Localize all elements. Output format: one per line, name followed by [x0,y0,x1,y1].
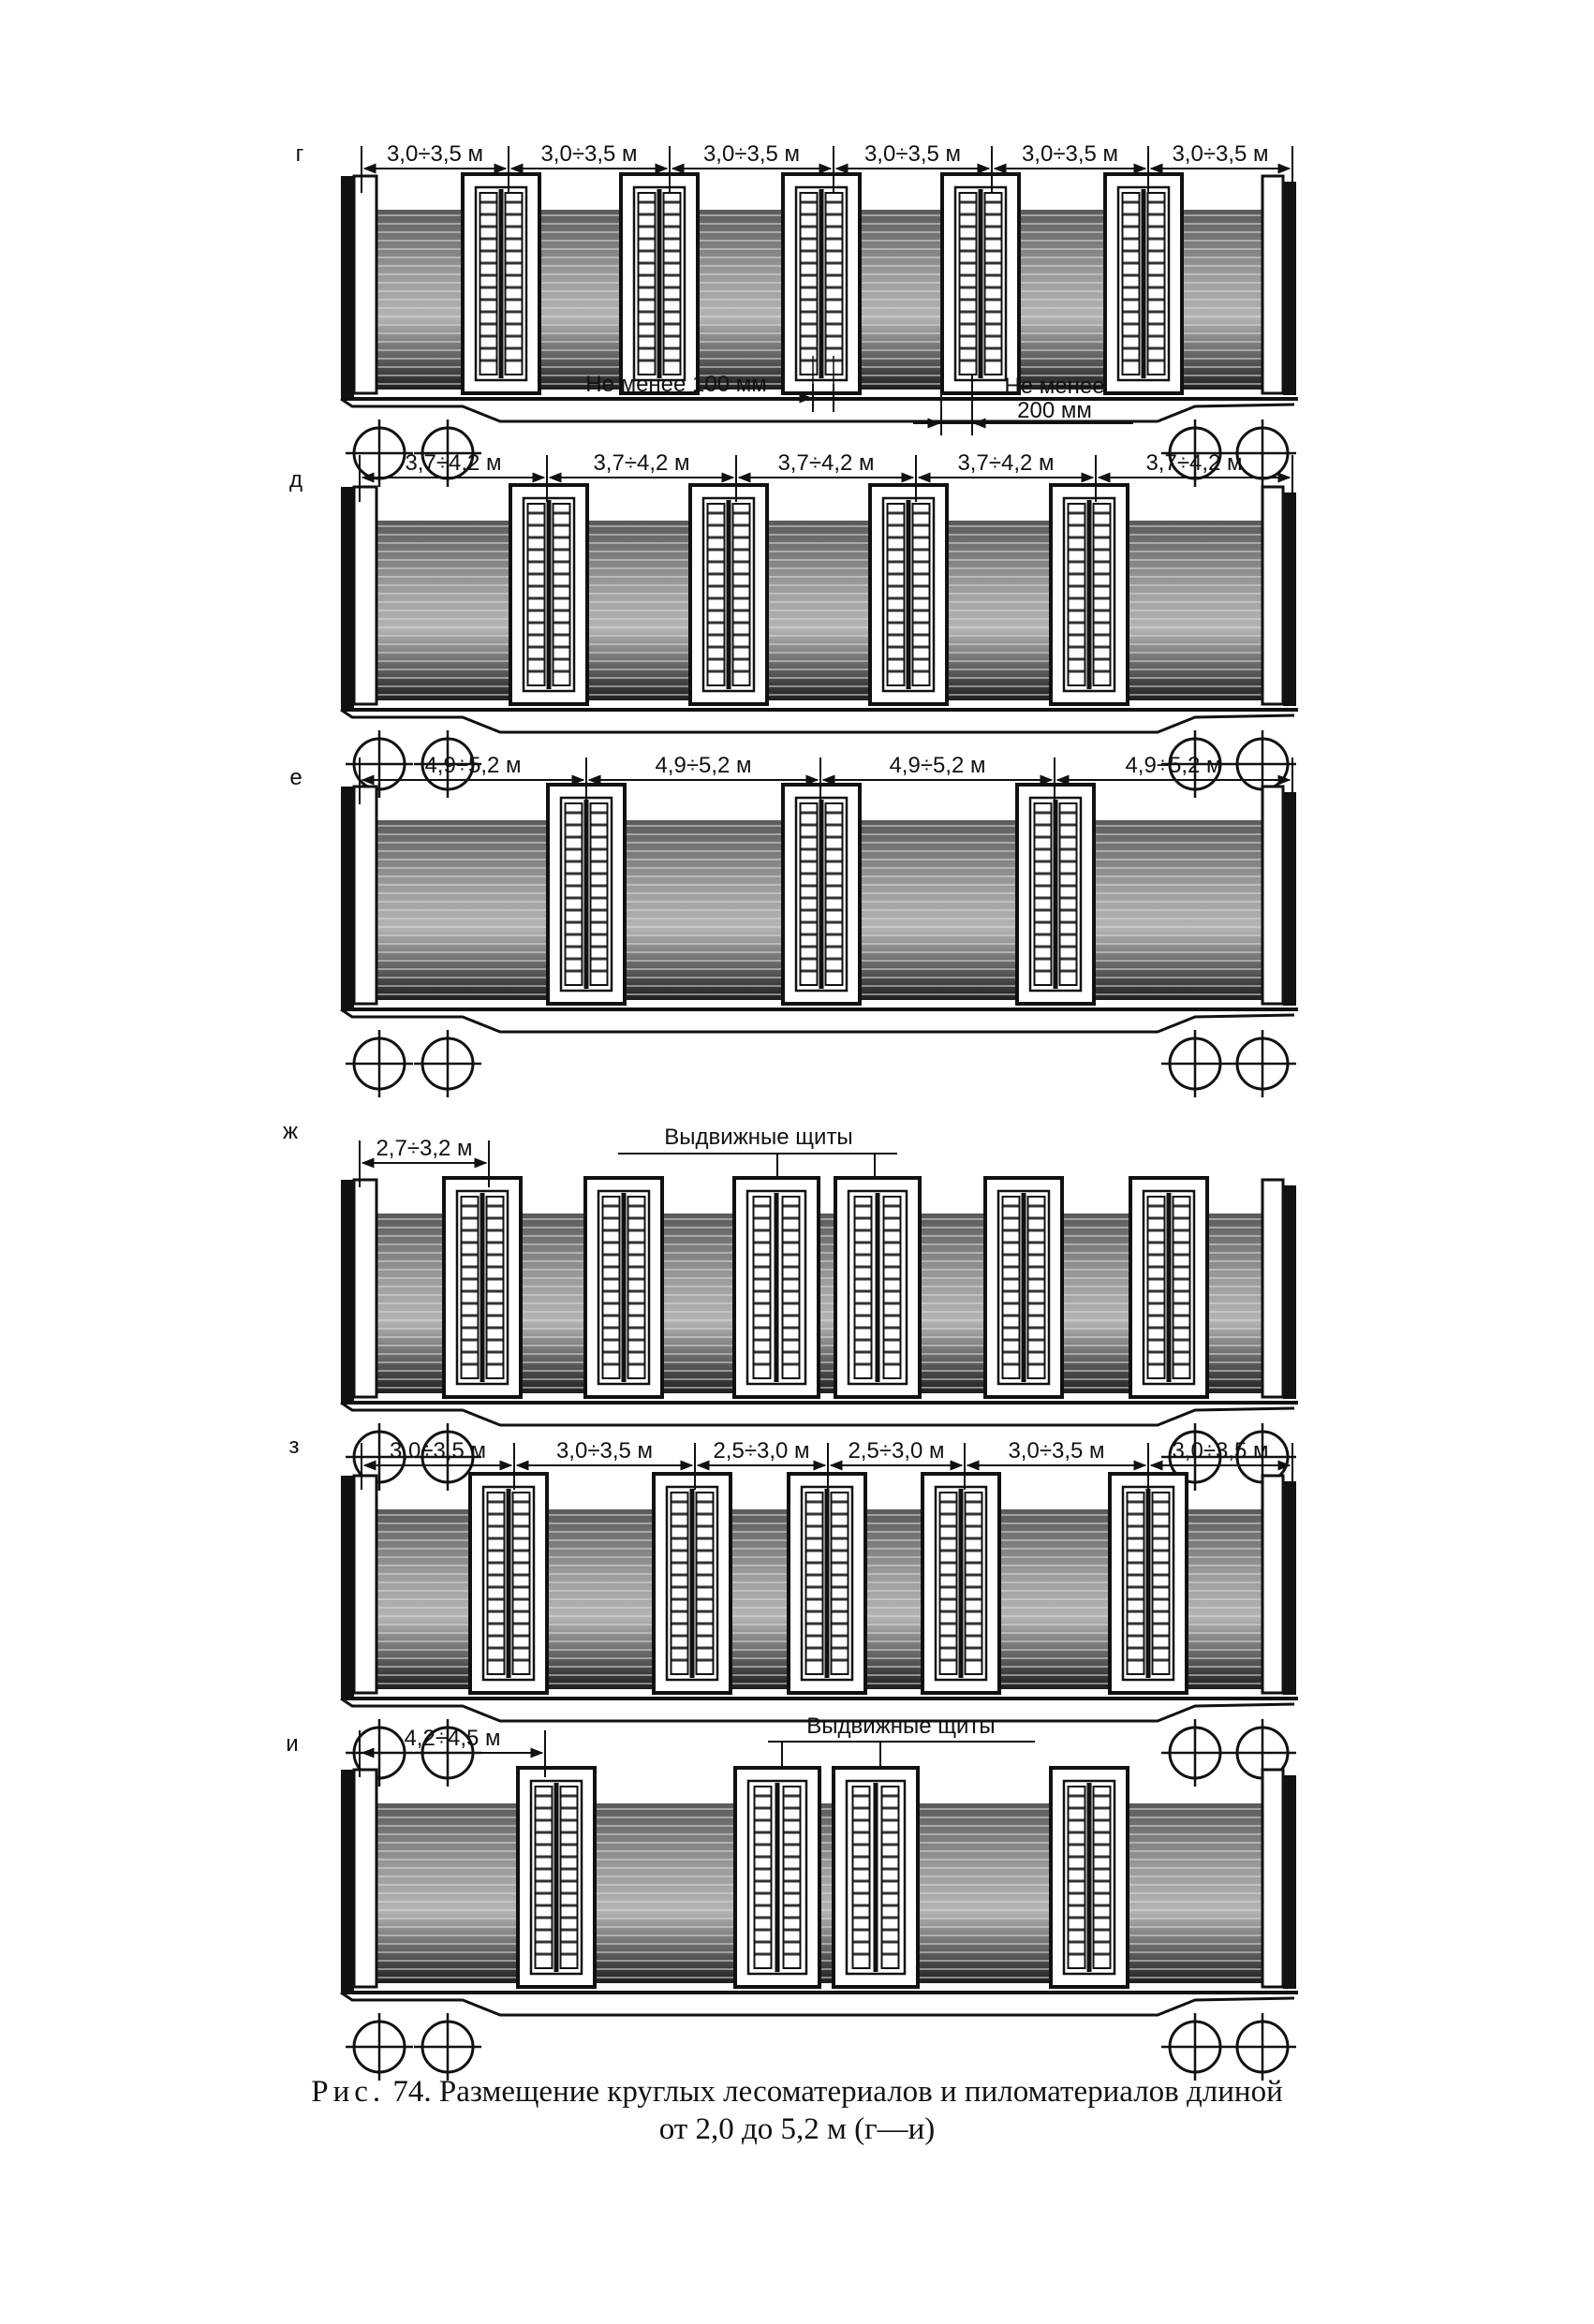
scheme-panel-г: г 3,0÷3,5 м 3,0÷3,5 м 3,0÷3,5 м 3,0÷3,5 м 3,0… [296,141,1298,487]
end-wall-left [341,1180,354,1403]
end-wall-right [1283,493,1296,706]
end-wall-left [341,487,354,710]
end-wall-right [1283,1185,1296,1399]
dimension-label: 3,0÷3,5 м [540,141,637,167]
end-wall-left [341,1770,354,1993]
end-wall-left [341,1476,354,1699]
end-stanchion-right [1261,174,1285,395]
dimension-label: 2,5÷3,0 м [713,1438,809,1464]
end-stanchion-left [352,785,378,1006]
end-wall-right [1283,182,1296,395]
sliding-panels-label: Выдвижные щиты [664,1125,852,1150]
scheme-panel-ж: ж 2,7÷3,2 м Выдвижные щиты [283,1119,1298,1491]
dimension-label: 3,0÷3,5 м [703,141,800,167]
end-wall-right [1283,1481,1296,1695]
dimension-label: 3,7÷4,2 м [957,450,1054,476]
dimension-label: 4,9÷5,2 м [1125,753,1221,778]
dimension-label: 3,7÷4,2 м [593,450,689,476]
car-frame [340,708,1295,734]
end-wall-right [1283,1775,1296,1989]
clearance-note-100: Не менее 100 мм [585,372,767,397]
end-stanchion-right [1261,785,1285,1006]
dimension-label: 3,0÷3,5 м [1172,141,1268,167]
end-stanchion-right [1261,1474,1285,1695]
dimension-label: 3,7÷4,2 м [777,450,874,476]
dimension-label: 3,0÷3,5 м [1008,1438,1104,1464]
car-frame [340,1401,1295,1427]
dimension-label: 3,0÷3,5 м [387,141,483,167]
caption-line-1: Рис. 74. Размещение круглых лесоматериал… [0,2073,1594,2111]
dimension-label: 3,0÷3,5 м [1172,1438,1268,1464]
dimension-label: 2,7÷3,2 м [376,1136,472,1161]
end-wall-right [1283,792,1296,1006]
end-stanchion-left [352,1178,378,1399]
end-stanchion-right [1261,485,1285,706]
car-frame [340,1697,1295,1723]
car-frame [340,1008,1295,1034]
end-stanchion-left [352,174,378,395]
scheme-panel-и: и 4,2÷4,5 м Выдвижные щиты [286,1714,1298,2081]
panel-letter: г [296,141,304,167]
end-stanchion-left [352,1474,378,1695]
panel-letter: д [289,467,303,493]
end-wall-left [341,176,354,399]
car-frame [340,397,1295,423]
dimension-label: 4,9÷5,2 м [655,753,751,778]
dimension-label: 3,7÷4,2 м [405,450,501,476]
end-stanchion-left [352,485,378,706]
scheme-panel-з: з 3,0÷3,5 м 3,0÷3,5 м 2,5÷3,0 м 2,5÷3,0 м 3,0… [288,1434,1298,1787]
panel-letter: и [286,1731,298,1757]
end-stanchion-left [352,1768,378,1989]
sliding-panels-label: Выдвижные щиты [806,1714,995,1739]
dimension-label: 3,0÷3,5 м [864,141,961,167]
scheme-panel-е: е 4,9÷5,2 м 4,9÷5,2 м 4,9÷5,2 м 4,9÷5,2 м [289,753,1298,1097]
panel-letter: е [289,765,302,790]
panel-letter: ж [283,1119,298,1144]
dimension-label: 3,0÷3,5 м [556,1438,653,1464]
caption-line-2: от 2,0 до 5,2 м (г—и) [658,2112,936,2146]
car-frame [340,1991,1295,2017]
clearance-note-200-line1: Не менее [1004,374,1104,399]
figure-caption: Рис. 74. Размещение круглых лесоматериал… [0,2073,1594,2148]
dimension-label: 3,0÷3,5 м [1022,141,1118,167]
end-stanchion-right [1261,1768,1285,1989]
dimension-label: 4,2÷4,5 м [404,1726,500,1751]
dimension-label: 2,5÷3,0 м [848,1438,944,1464]
panel-letter: з [288,1434,299,1459]
dimension-label: 3,0÷3,5 м [390,1438,486,1464]
caption-prefix: Рис. [311,2075,386,2109]
end-wall-left [341,787,354,1009]
dimension-label: 3,7÷4,2 м [1145,450,1242,476]
end-stanchion-right [1261,1178,1285,1399]
dimension-label: 4,9÷5,2 м [424,753,521,778]
scheme-panel-д: д 3,7÷4,2 м 3,7÷4,2 м 3,7÷4,2 м 3,7÷4,2 м 3,7… [289,450,1298,798]
clearance-note-200-line2: 200 мм [1017,398,1092,423]
dimension-label: 4,9÷5,2 м [889,753,985,778]
caption-text: 74. Размещение круглых лесоматериалов и … [392,2075,1283,2109]
